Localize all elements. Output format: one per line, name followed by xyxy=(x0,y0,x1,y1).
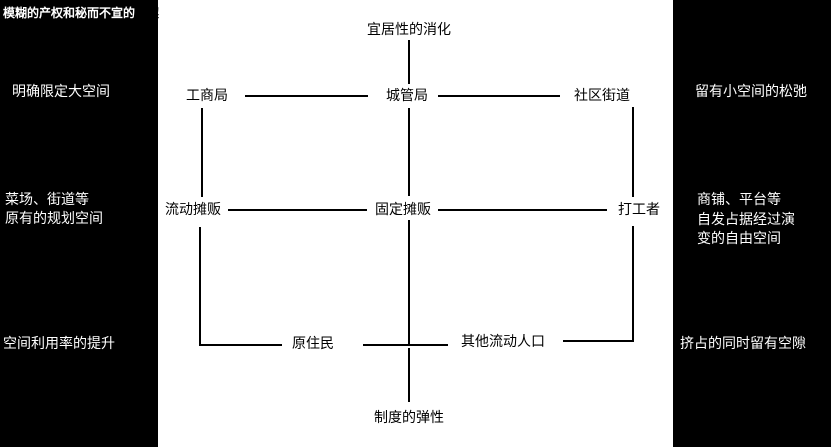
node-guding: 固定摊贩 xyxy=(375,202,431,218)
line xyxy=(563,226,634,342)
node-top: 宜居性的消化 xyxy=(367,22,451,38)
right-panel xyxy=(673,0,831,447)
right-note: 变的自由空间 xyxy=(697,231,781,247)
right-note: 挤占的同时留有空隙 xyxy=(680,336,806,352)
node-gongshang: 工商局 xyxy=(186,88,228,104)
line xyxy=(199,227,282,346)
right-note: 商铺、平台等 xyxy=(697,192,781,208)
left-note: 明确限定大空间 xyxy=(12,84,110,100)
node-shequ: 社区街道 xyxy=(574,88,630,104)
left-panel xyxy=(0,0,158,447)
left-note: 原有的规划空间 xyxy=(5,211,103,227)
left-note: 空间利用率的提升 xyxy=(3,336,115,352)
node-liudong: 流动摊贩 xyxy=(165,202,221,218)
node-qita: 其他流动人口 xyxy=(461,334,545,350)
node-chengguan: 城管局 xyxy=(386,88,428,104)
left-note: 菜场、街道等 xyxy=(5,192,89,208)
diagram-title: 模糊的产权和秘而不宣的默契 xyxy=(3,3,159,23)
node-dagong: 打工者 xyxy=(618,202,660,218)
node-yuanzhu: 原住民 xyxy=(292,336,334,352)
right-note: 自发占据经过演 xyxy=(697,212,795,228)
node-bottom: 制度的弹性 xyxy=(374,410,444,426)
right-note: 留有小空间的松弛 xyxy=(695,84,807,100)
title-part: 模糊的产权和秘而不宣的 xyxy=(3,6,136,20)
title-part: 默契 xyxy=(135,6,160,20)
